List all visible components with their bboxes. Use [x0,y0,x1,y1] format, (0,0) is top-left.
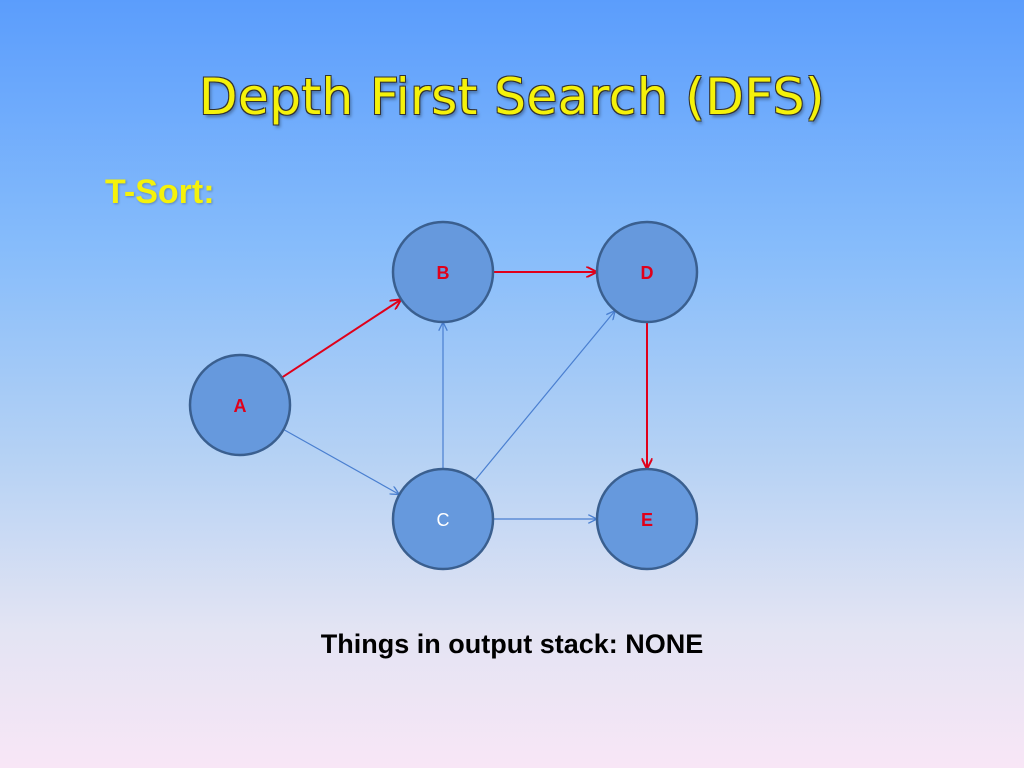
slide-title: Depth First Search (DFS) [198,68,826,126]
node-d: D [595,220,699,324]
node-label: E [641,510,653,530]
section-label: T-Sort: [105,173,215,211]
edge-a-b [281,300,401,379]
node-label: B [437,263,450,283]
node-label: D [641,263,654,283]
node-circle [391,467,495,571]
node-b: B [391,220,495,324]
nodes-layer: A B C D E [188,220,699,571]
node-circle [595,467,699,571]
edges-layer [281,272,647,519]
node-e: E [595,467,699,571]
edge-c-d [474,311,615,481]
output-stack-status: Things in output stack: NONE [320,629,704,659]
node-c: C [391,467,495,571]
node-label: A [234,396,247,416]
node-circle [391,220,495,324]
edge-a-c [283,428,399,494]
node-label: C [437,510,450,530]
node-circle [595,220,699,324]
node-circle [188,353,292,457]
node-a: A [188,353,292,457]
